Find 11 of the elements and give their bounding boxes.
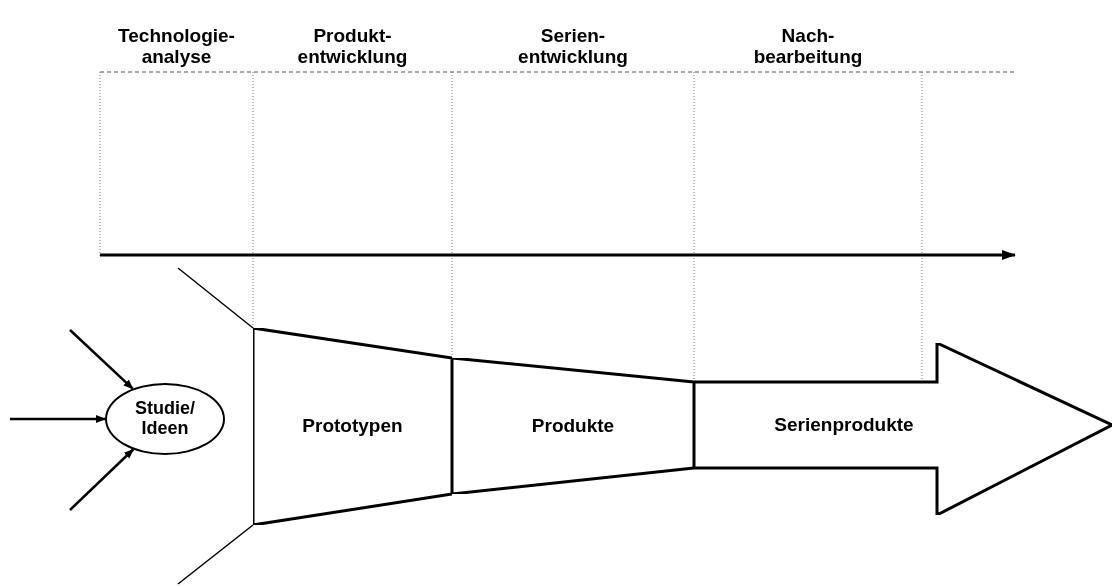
stage-label: Prototypen bbox=[302, 416, 403, 437]
arrow bbox=[69, 329, 134, 390]
stage-label: Serienprodukte bbox=[774, 414, 914, 436]
arrow bbox=[10, 415, 106, 423]
arrow bbox=[69, 448, 134, 511]
stage-label: Produkte bbox=[531, 415, 615, 437]
phase-label: Produkt- entwicklung bbox=[296, 26, 409, 68]
phase-label: Technologie- analyse bbox=[117, 26, 236, 68]
stage-label: Studie/ Ideen bbox=[134, 399, 196, 439]
phase-label: Serien- entwicklung bbox=[517, 26, 629, 68]
phase-label: Nach- bearbeitung bbox=[752, 26, 864, 68]
